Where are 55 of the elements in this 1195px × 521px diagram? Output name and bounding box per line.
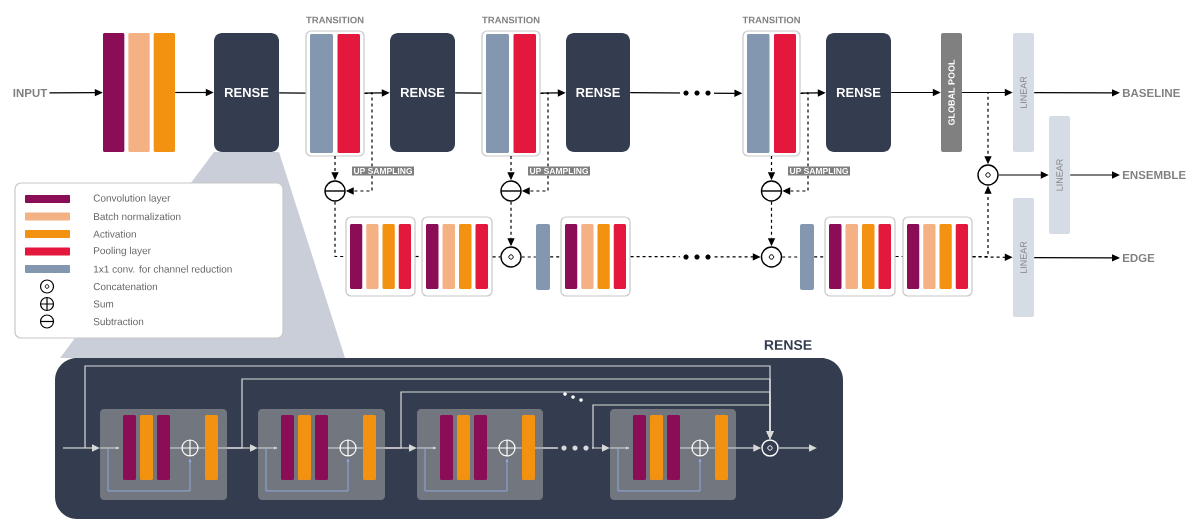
layer-block — [824, 216, 896, 297]
panel-heading: RENSE — [764, 340, 812, 350]
concatenation-symbol — [500, 246, 522, 268]
concatenation-symbol — [761, 439, 779, 457]
subtraction-symbol — [500, 180, 522, 202]
block-box: RENSE — [214, 33, 279, 152]
block-box: RENSE — [566, 33, 630, 152]
block-heading: TRANSITION — [306, 16, 364, 24]
block-box: RENSE — [826, 33, 891, 152]
arrow — [1033, 89, 1120, 97]
layer-block — [902, 216, 973, 297]
layer-stack — [103, 33, 175, 152]
output-label: BASELINE — [1122, 88, 1180, 98]
block-heading: TRANSITION — [482, 16, 540, 24]
layer-block — [560, 216, 631, 297]
residual-block-drawing — [416, 409, 544, 500]
block-box: RENSE — [390, 33, 455, 152]
arrow — [84, 365, 774, 449]
edge-label: UP SAMPLING — [352, 166, 414, 176]
legend-text: Activation — [93, 230, 136, 238]
concatenation-symbol — [760, 246, 783, 268]
legend-text: Subtraction — [93, 317, 144, 326]
legend-text: Sum — [93, 300, 114, 308]
legend-text: Concatenation — [93, 282, 158, 291]
linear-layer-bar: LINEAR — [1013, 198, 1034, 317]
layer-block — [421, 216, 493, 297]
edge-label: UP SAMPLING — [788, 166, 850, 176]
legend-text: Batch normalization — [94, 212, 181, 221]
subtraction-symbol — [324, 180, 346, 202]
subtraction-symbol — [760, 180, 783, 202]
linear-layer-bar: LINEAR — [1049, 116, 1070, 234]
legend-text: Convolution layer — [93, 194, 171, 204]
input-label: INPUT — [13, 89, 48, 97]
arrow — [778, 444, 817, 452]
residual-block-drawing — [257, 409, 386, 500]
residual-block-drawing — [99, 409, 228, 500]
layer-block — [345, 216, 416, 297]
reduction-bar — [800, 224, 814, 290]
edge-label: UP SAMPLING — [528, 166, 590, 176]
output-label: EDGE — [1122, 253, 1155, 263]
arrow — [384, 391, 774, 449]
concatenation-symbol — [977, 164, 999, 186]
output-label: ENSEMBLE — [1122, 170, 1186, 180]
arrow — [62, 444, 100, 452]
legend-text: 1x1 conv. for channel reduction — [94, 265, 232, 273]
block-heading: TRANSITION — [742, 16, 800, 24]
arrow — [1069, 171, 1120, 179]
pooling-bar: GLOBAL POOL — [941, 33, 962, 152]
arrow — [542, 404, 774, 449]
legend-text: Pooling layer — [94, 246, 151, 257]
arrow — [226, 378, 774, 449]
linear-layer-bar: LINEAR — [1013, 33, 1034, 152]
residual-block-drawing — [609, 409, 737, 500]
reduction-bar — [536, 224, 550, 290]
arrow — [1033, 254, 1120, 262]
